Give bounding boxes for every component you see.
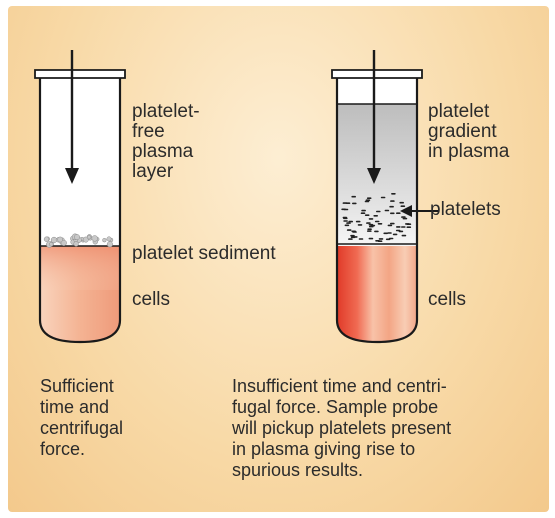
- left-cells-label: cells: [132, 290, 170, 310]
- right-caption-line-1: Insufficient time and centri-: [232, 376, 451, 397]
- left-tube: [35, 50, 125, 342]
- right-caption: Insufficient time and centri- fugal forc…: [232, 376, 451, 481]
- sediment-dot: [74, 234, 79, 239]
- sediment-dot: [74, 242, 79, 247]
- left-sediment-label: platelet sediment: [132, 244, 276, 264]
- sediment-dot: [87, 235, 91, 239]
- right-gradient-label: platelet gradient in plasma: [428, 102, 509, 162]
- left-plasma-label-line-1: platelet-: [132, 102, 200, 122]
- left-plasma-label-line-3: plasma: [132, 142, 200, 162]
- sediment-dot: [58, 237, 63, 242]
- left-caption-line-3: centrifugal: [40, 418, 123, 439]
- right-cells-label: cells: [428, 290, 466, 310]
- left-plasma-label: platelet- free plasma layer: [132, 102, 200, 182]
- right-gradient-label-line-1: platelet: [428, 102, 509, 122]
- left-plasma-layer: [40, 78, 120, 246]
- left-plasma-label-line-2: free: [132, 122, 200, 142]
- sediment-dot: [92, 236, 98, 242]
- right-platelets-label: platelets: [430, 200, 501, 220]
- sediment-dot: [49, 242, 53, 246]
- right-tube: [332, 50, 438, 342]
- right-caption-line-2: fugal force. Sample probe: [232, 397, 451, 418]
- left-caption-line-4: force.: [40, 439, 123, 460]
- left-caption-line-1: Sufficient: [40, 376, 123, 397]
- sediment-dot: [107, 237, 111, 241]
- left-tube-rim: [35, 70, 125, 78]
- right-tube-rim: [332, 70, 422, 78]
- right-cells-layer: [337, 246, 417, 342]
- right-gradient-label-line-2: gradient: [428, 122, 509, 142]
- right-caption-line-5: spurious results.: [232, 460, 451, 481]
- sediment-dot: [44, 237, 49, 242]
- sediment-dot: [107, 242, 113, 248]
- left-caption: Sufficient time and centrifugal force.: [40, 376, 123, 460]
- right-gradient-label-line-3: in plasma: [428, 142, 509, 162]
- sediment-dot: [103, 238, 107, 242]
- right-caption-line-3: will pickup platelets present: [232, 418, 451, 439]
- left-plasma-label-line-4: layer: [132, 162, 200, 182]
- left-caption-line-2: time and: [40, 397, 123, 418]
- right-caption-line-4: in plasma giving rise to: [232, 439, 451, 460]
